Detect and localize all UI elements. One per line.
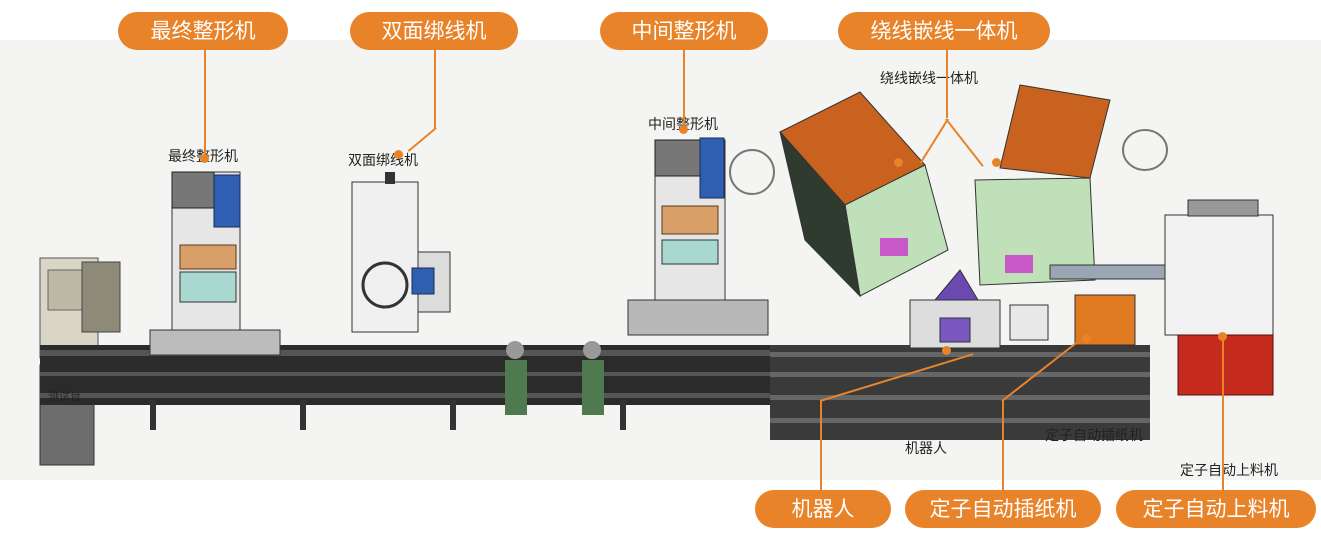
operators xyxy=(505,341,604,415)
leader-line xyxy=(946,48,948,118)
drawing-label-paper-inserting: 定子自动插纸机 xyxy=(1045,428,1143,444)
robot xyxy=(909,269,1001,349)
leader-line xyxy=(683,48,685,128)
leader-line xyxy=(434,48,436,128)
callout-paper-inserting: 定子自动插纸机 xyxy=(905,490,1101,528)
callout-final-shaping: 最终整形机 xyxy=(118,12,288,50)
callout-robot: 机器人 xyxy=(755,490,891,528)
leader-dot xyxy=(992,158,1001,167)
drawing-label-test-bench: 测试台 xyxy=(48,390,81,403)
winding-inserting-machine xyxy=(779,84,1168,298)
leader-dot xyxy=(894,158,903,167)
drawing-label-auto-loading: 定子自动上料机 xyxy=(1180,463,1278,479)
leader-line xyxy=(1222,336,1224,490)
final-shaping-machine xyxy=(149,171,281,356)
leader-dot xyxy=(679,125,688,134)
leader-dot xyxy=(1082,334,1091,343)
leader-line xyxy=(820,400,822,490)
leader-dot xyxy=(200,154,209,163)
auto-loading-machine xyxy=(1164,199,1274,396)
leader-dot xyxy=(1218,332,1227,341)
double-binding-machine xyxy=(351,172,451,333)
drawing-label-winding-inserting: 绕线嵌线一体机 xyxy=(880,71,978,87)
callout-auto-loading: 定子自动上料机 xyxy=(1116,490,1316,528)
main-conveyor xyxy=(40,345,1150,440)
leader-dot xyxy=(394,150,403,159)
leader-line xyxy=(1002,400,1004,490)
drawing-label-double-binding: 双面绑线机 xyxy=(348,153,418,169)
leader-line xyxy=(204,48,206,158)
callout-middle-shaping: 中间整形机 xyxy=(600,12,768,50)
leader-dot xyxy=(942,346,951,355)
callout-double-binding: 双面绑线机 xyxy=(350,12,518,50)
callout-winding-inserting: 绕线嵌线一体机 xyxy=(838,12,1050,50)
drawing-label-robot: 机器人 xyxy=(905,441,947,457)
middle-shaping-machine xyxy=(627,137,775,336)
